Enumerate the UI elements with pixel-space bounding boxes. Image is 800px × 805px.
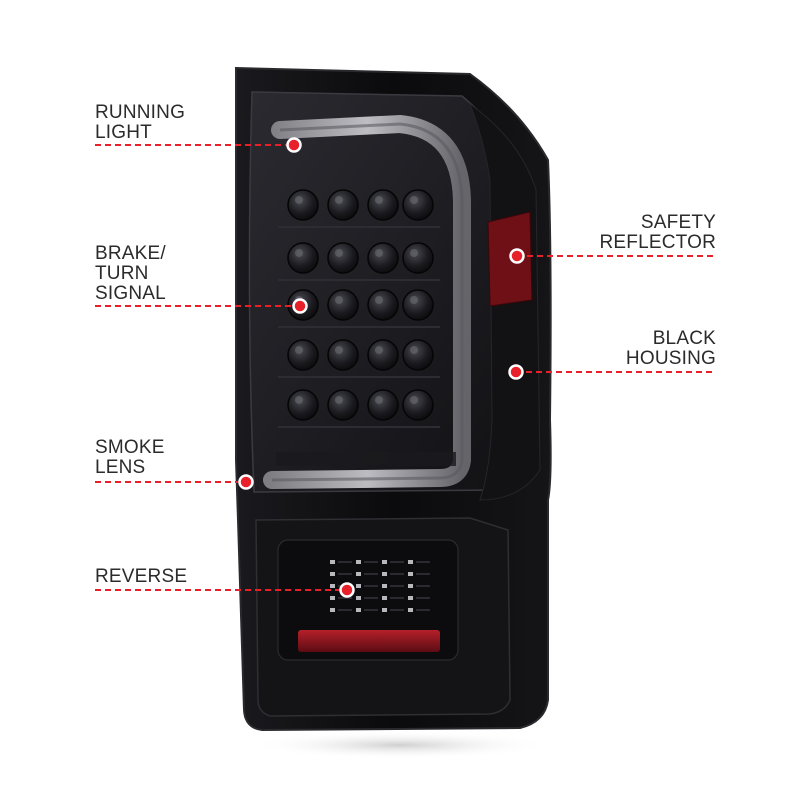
label-brake-line-1: BRAKE/ — [95, 243, 166, 264]
callout-dot-running-light — [286, 137, 302, 153]
led-bulb — [327, 242, 359, 274]
led-highlight — [410, 296, 418, 304]
reverse-led-chip — [356, 560, 361, 564]
led-highlight — [375, 296, 383, 304]
floor-shadow — [250, 731, 550, 759]
label-brake-line-3: SIGNAL — [95, 283, 166, 304]
led-highlight — [375, 396, 383, 404]
led-bulb — [327, 389, 359, 421]
led-bulb — [367, 189, 399, 221]
reverse-red-bar — [298, 630, 440, 652]
led-highlight — [295, 396, 303, 404]
reverse-led-chip — [330, 572, 335, 576]
led-bulb — [402, 339, 434, 371]
reverse-led-chip — [408, 560, 413, 564]
led-highlight — [335, 396, 343, 404]
reverse-led-chip — [408, 584, 413, 588]
reverse-led-chip — [382, 608, 387, 612]
led-bulb — [367, 389, 399, 421]
reverse-led-chip — [330, 560, 335, 564]
brake-turn-led-grid — [278, 189, 440, 428]
led-bulb — [367, 242, 399, 274]
label-brake-turn-signal: BRAKE/ TURN SIGNAL — [95, 244, 166, 304]
label-reverse: REVERSE — [95, 567, 187, 587]
led-bulb — [287, 389, 319, 421]
led-highlight — [410, 196, 418, 204]
led-highlight — [375, 196, 383, 204]
reverse-led-chip — [382, 560, 387, 564]
led-bulb — [287, 339, 319, 371]
led-highlight — [410, 249, 418, 257]
label-smoke-line-2: LENS — [95, 457, 146, 478]
led-bulb — [327, 289, 359, 321]
label-reverse-line-1: REVERSE — [95, 566, 188, 587]
reverse-led-chip — [330, 608, 335, 612]
label-housing-line-2: HOUSING — [625, 348, 716, 369]
led-highlight — [335, 249, 343, 257]
reverse-led-chip — [382, 596, 387, 600]
led-bulb — [287, 189, 319, 221]
label-safety-reflector: SAFETY REFLECTOR — [599, 213, 716, 253]
led-bulb — [327, 189, 359, 221]
led-bulb — [402, 389, 434, 421]
led-bulb — [402, 189, 434, 221]
led-bulb — [367, 289, 399, 321]
reverse-led-chip — [408, 608, 413, 612]
led-highlight — [335, 196, 343, 204]
led-bulb — [367, 339, 399, 371]
label-smoke-lens: SMOKE LENS — [95, 438, 165, 478]
label-running-light: RUNNING LIGHT — [95, 103, 185, 143]
reverse-led-chip — [382, 572, 387, 576]
callout-dot-safety-reflector — [509, 248, 525, 264]
label-running-light-line-2: LIGHT — [95, 122, 152, 143]
led-highlight — [375, 346, 383, 354]
led-highlight — [410, 396, 418, 404]
reverse-led-array — [330, 560, 430, 612]
lens-marking-strip — [276, 452, 456, 466]
label-running-light-line-1: RUNNING — [95, 102, 186, 123]
led-highlight — [335, 346, 343, 354]
led-highlight — [295, 346, 303, 354]
led-bulb — [327, 339, 359, 371]
reverse-led-chip — [408, 596, 413, 600]
label-housing-line-1: BLACK — [652, 328, 716, 349]
callout-dot-brake-turn-signal — [292, 298, 308, 314]
led-bulb — [287, 242, 319, 274]
led-highlight — [335, 296, 343, 304]
label-brake-line-2: TURN — [95, 263, 149, 284]
callout-lines — [95, 137, 716, 598]
reverse-led-chip — [382, 584, 387, 588]
label-safety-line-1: SAFETY — [640, 212, 716, 233]
led-highlight — [375, 249, 383, 257]
reverse-led-chip — [356, 572, 361, 576]
callout-dot-smoke-lens — [238, 474, 254, 490]
reverse-led-chip — [356, 608, 361, 612]
reverse-led-chip — [330, 584, 335, 588]
label-black-housing: BLACK HOUSING — [626, 329, 716, 369]
reverse-led-chip — [356, 596, 361, 600]
led-highlight — [295, 196, 303, 204]
reverse-led-chip — [330, 596, 335, 600]
led-highlight — [410, 346, 418, 354]
callout-dot-reverse — [339, 582, 355, 598]
reverse-led-chip — [356, 584, 361, 588]
reverse-led-chip — [408, 572, 413, 576]
led-bulb — [402, 242, 434, 274]
label-smoke-line-1: SMOKE — [95, 437, 165, 458]
callout-dot-black-housing — [508, 364, 524, 380]
led-bulb — [402, 289, 434, 321]
label-safety-line-2: REFLECTOR — [599, 232, 716, 253]
led-highlight — [295, 249, 303, 257]
